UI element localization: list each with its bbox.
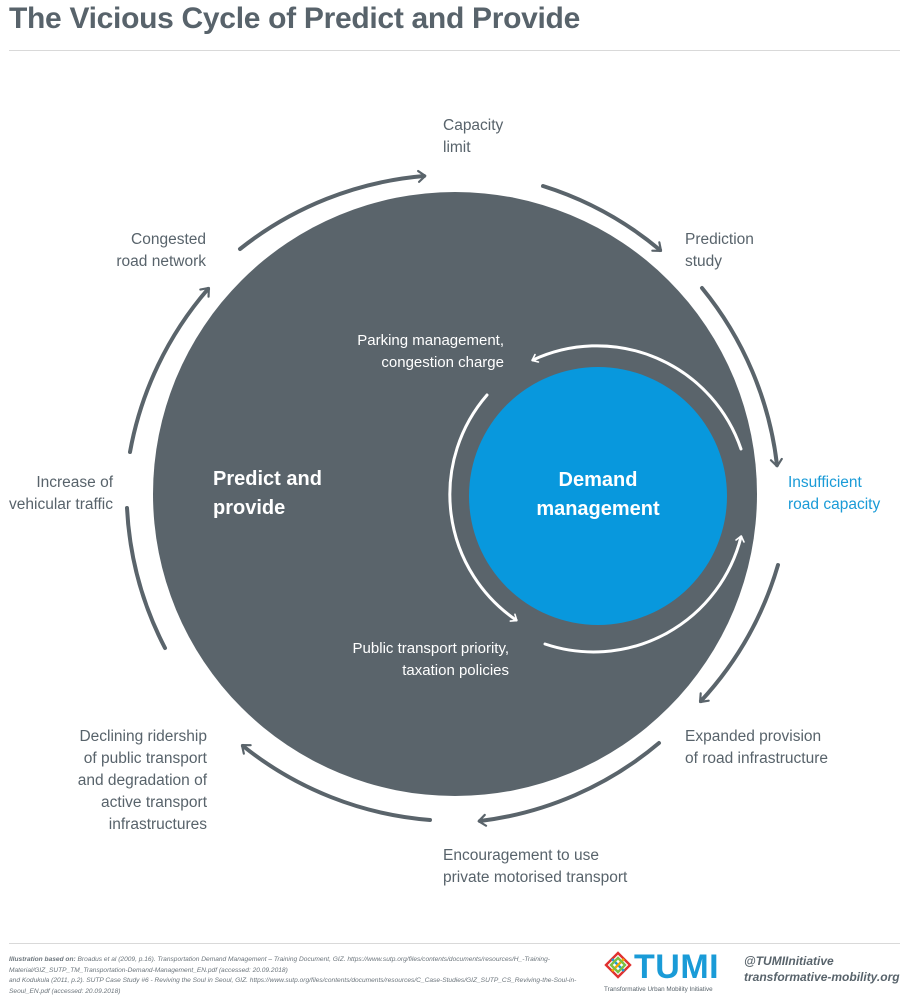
credit-lead: Illustration based on: <box>9 956 76 963</box>
demand-management-circle <box>469 367 727 625</box>
predict-provide-circle <box>153 192 757 796</box>
outer-arrow-4 <box>698 563 780 704</box>
credit-line-1: Broadus et al (2009, p.16). Transportati… <box>9 956 550 974</box>
footer-divider <box>9 943 900 944</box>
inner-arrow-bottom <box>543 535 745 654</box>
inner-arrow-left <box>448 393 518 622</box>
demand-management-label: Demand management <box>536 469 660 520</box>
website-link[interactable]: transformative-mobility.org <box>744 970 900 984</box>
outer-arrow-2 <box>541 184 663 252</box>
tumi-subtitle: Transformative Urban Mobility Initiative <box>604 986 713 993</box>
twitter-handle: @TUMIInitiative <box>744 954 834 968</box>
label-capacity-limit: Capacity limit <box>443 117 504 156</box>
credit-line-2: and Kodukula (2011, p.2). SUTP Case Stud… <box>9 977 577 995</box>
title-divider <box>9 50 900 51</box>
outer-arrow-3 <box>700 286 783 468</box>
outer-arrow-8 <box>128 286 210 454</box>
label-expanded-provision: Expanded provision of road infrastructur… <box>685 728 829 767</box>
inner-arrow-top <box>531 344 743 451</box>
label-public-transport-priority: Public transport priority, taxation poli… <box>352 640 509 679</box>
outer-arrow-5 <box>477 741 661 827</box>
predict-provide-label: Predict and provide <box>213 468 322 519</box>
label-increase-traffic: Increase of vehicular traffic <box>9 474 113 513</box>
label-congested-network: Congested road network <box>116 231 206 270</box>
label-encouragement: Encouragement to use private motorised t… <box>443 847 628 886</box>
tumi-logo-icon <box>604 951 632 979</box>
label-declining-ridership: Declining ridership of public transport … <box>77 728 207 833</box>
outer-arrow-7 <box>125 506 167 650</box>
outer-arrow-6 <box>240 744 432 822</box>
tumi-wordmark: TUMI <box>634 948 720 986</box>
label-prediction-study: Prediction study <box>685 231 754 270</box>
label-parking-management: Parking management, congestion charge <box>357 332 504 371</box>
outer-arrow-1 <box>238 169 427 251</box>
label-insufficient-capacity: Insufficient road capacity <box>788 474 881 513</box>
page-title: The Vicious Cycle of Predict and Provide <box>9 2 580 35</box>
source-credit: Illustration based on: Broadus et al (20… <box>9 955 589 997</box>
